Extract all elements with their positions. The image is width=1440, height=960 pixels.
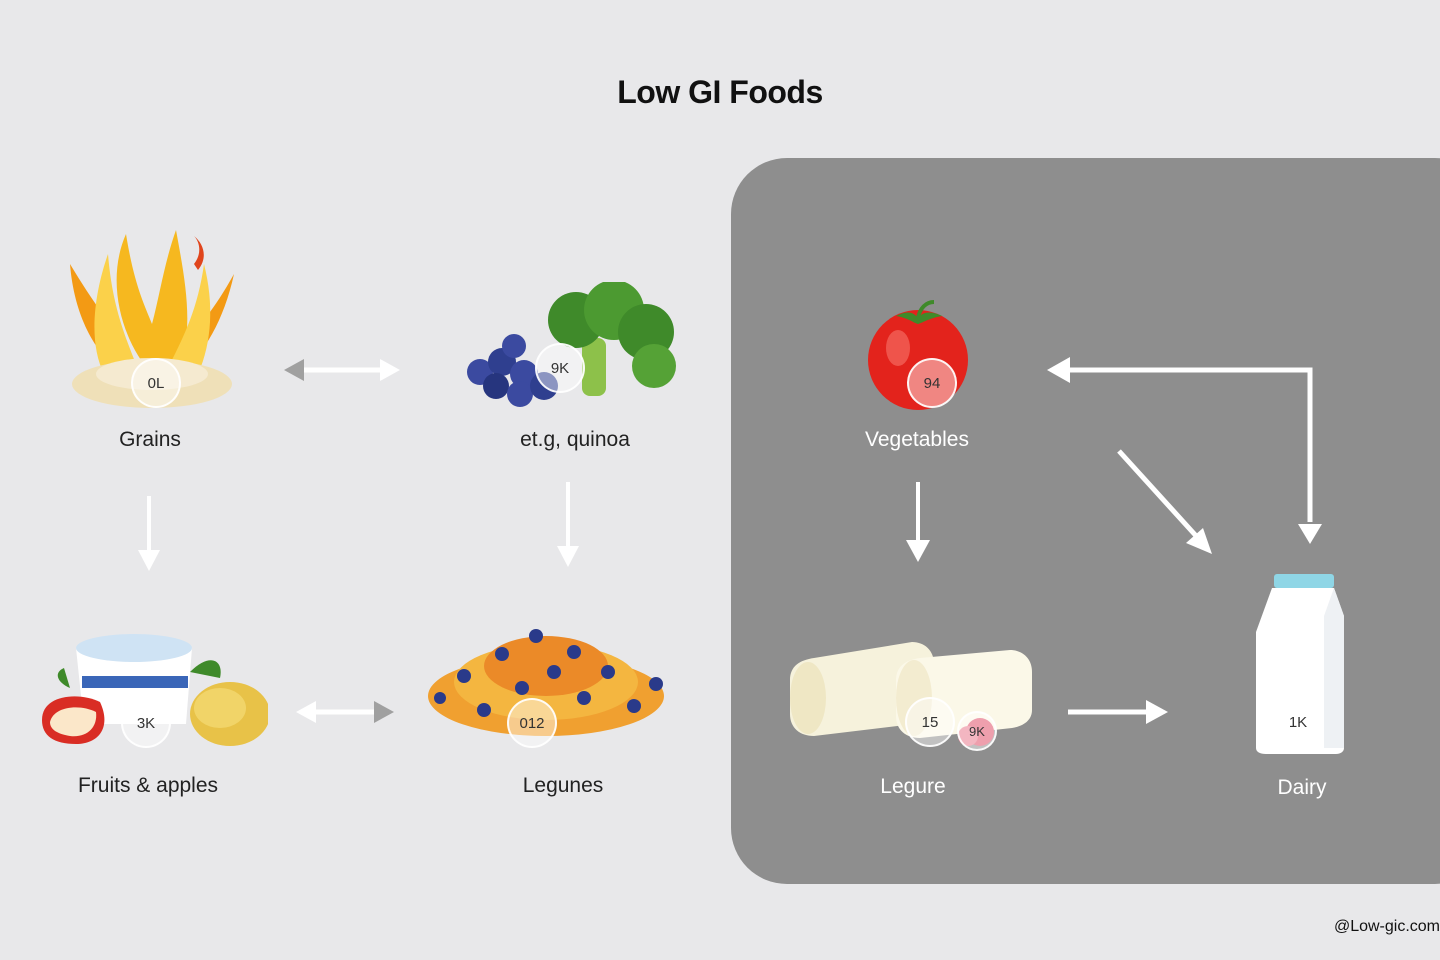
legunes-label: Legunes [522, 774, 604, 797]
vegetables-gi-badge: 94 [907, 358, 957, 408]
legure-gi-badge-secondary: 9K [957, 711, 997, 751]
highlight-panel [731, 158, 1440, 884]
arrow-quinoa-down [557, 482, 579, 567]
arrow-vegetables-down [906, 482, 930, 562]
arrow-diagonal-dairy [1117, 449, 1212, 554]
quinoa-label: et.g, quinoa [520, 428, 630, 451]
diagram-title: Low GI Foods [617, 74, 823, 110]
quinoa-gi-badge: 9K [535, 343, 585, 393]
vegetables-label: Vegetables [865, 428, 969, 451]
arrow-fruits-legunes [296, 701, 394, 723]
arrow-dairy-vegetables [1047, 357, 1322, 544]
arrow-legure-dairy [1068, 700, 1168, 724]
milk-carton-icon [1256, 574, 1344, 754]
grains-gi-badge: 0L [131, 358, 181, 408]
dairy-label: Dairy [1277, 776, 1327, 799]
lentils-berries-icon [428, 629, 664, 736]
legunes-gi-badge: 012 [507, 698, 557, 748]
fruits-label: Fruits & apples [77, 774, 219, 797]
dairy-gi-badge: 1K [1288, 713, 1308, 731]
legure-gi-badge: 15 [905, 697, 955, 747]
arrow-grains-down [138, 496, 160, 571]
fruits-gi-badge: 3K [121, 698, 171, 748]
footer-credit: @Low-gic.com [1333, 918, 1440, 935]
legure-label: Legure [880, 775, 946, 798]
grains-label: Grains [119, 428, 181, 451]
arrow-grains-quinoa [284, 359, 400, 381]
